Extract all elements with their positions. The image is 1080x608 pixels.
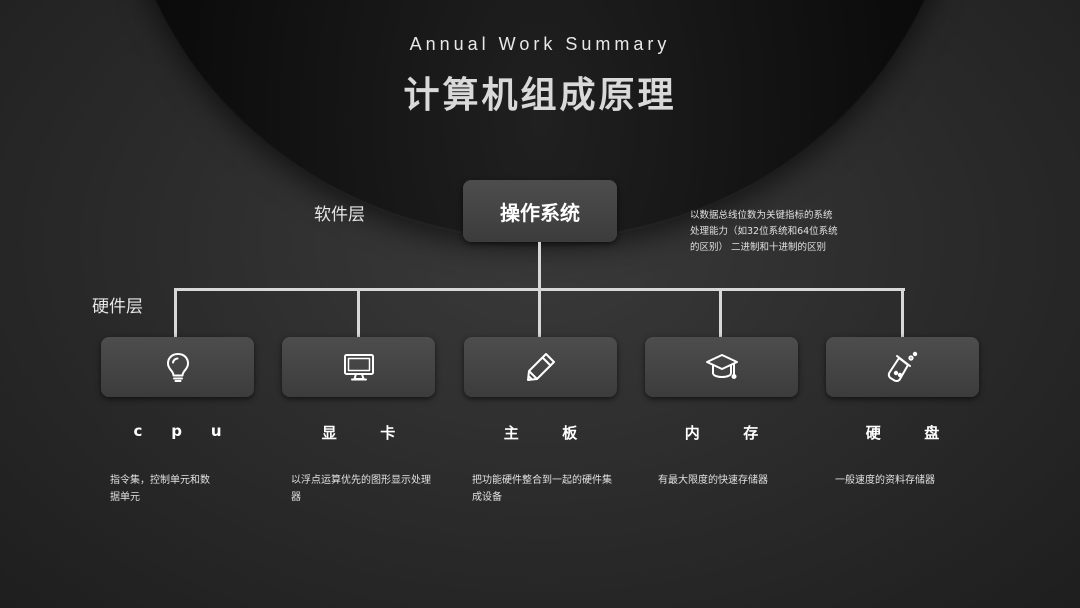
memory-name: 内 存 (684, 424, 759, 442)
cpu-desc: 指令集，控制单元和数据单元 (110, 475, 210, 503)
flask-icon (887, 351, 917, 382)
slide-subtitle: Annual Work Summary (409, 34, 671, 54)
connector-line-2 (357, 288, 360, 337)
connector-line-3 (538, 288, 541, 337)
harddisk-desc: 一般速度的资料存储器 (835, 475, 935, 486)
memory-box (645, 337, 798, 397)
connector-line-1 (174, 288, 177, 337)
pencil-icon (526, 353, 555, 381)
os-box: 操作系统 (463, 180, 617, 242)
monitor-icon (343, 354, 374, 381)
gpu-name: 显 卡 (321, 424, 396, 442)
connector-line-5 (901, 288, 904, 337)
connector-line-4 (719, 288, 722, 337)
harddisk-name: 硬 盘 (865, 424, 940, 442)
os-label: 操作系统 (500, 200, 580, 225)
memory-desc: 有最大限度的快速存储器 (658, 475, 768, 486)
hardware-layer-label: 硬件层 (92, 297, 143, 317)
motherboard-box (464, 337, 617, 397)
motherboard-desc: 把功能硬件整合到一起的硬件集成设备 (472, 475, 612, 503)
graduation-cap-icon (705, 354, 738, 379)
cpu-box (101, 337, 254, 397)
connector-line-os (538, 242, 541, 290)
gpu-box (282, 337, 435, 397)
motherboard-name: 主 板 (503, 424, 578, 442)
software-layer-label: 软件层 (314, 205, 365, 225)
harddisk-box (826, 337, 979, 397)
slide-title: 计算机组成原理 (403, 75, 677, 116)
gpu-desc: 以浮点运算优先的图形显示处理器 (291, 475, 431, 503)
lightbulb-icon (166, 353, 189, 382)
os-note: 以数据总线位数为关键指标的系统处理能力（如32位系统和64位系统的区别） 二进制… (690, 210, 838, 253)
cpu-name: c p u (133, 422, 222, 440)
